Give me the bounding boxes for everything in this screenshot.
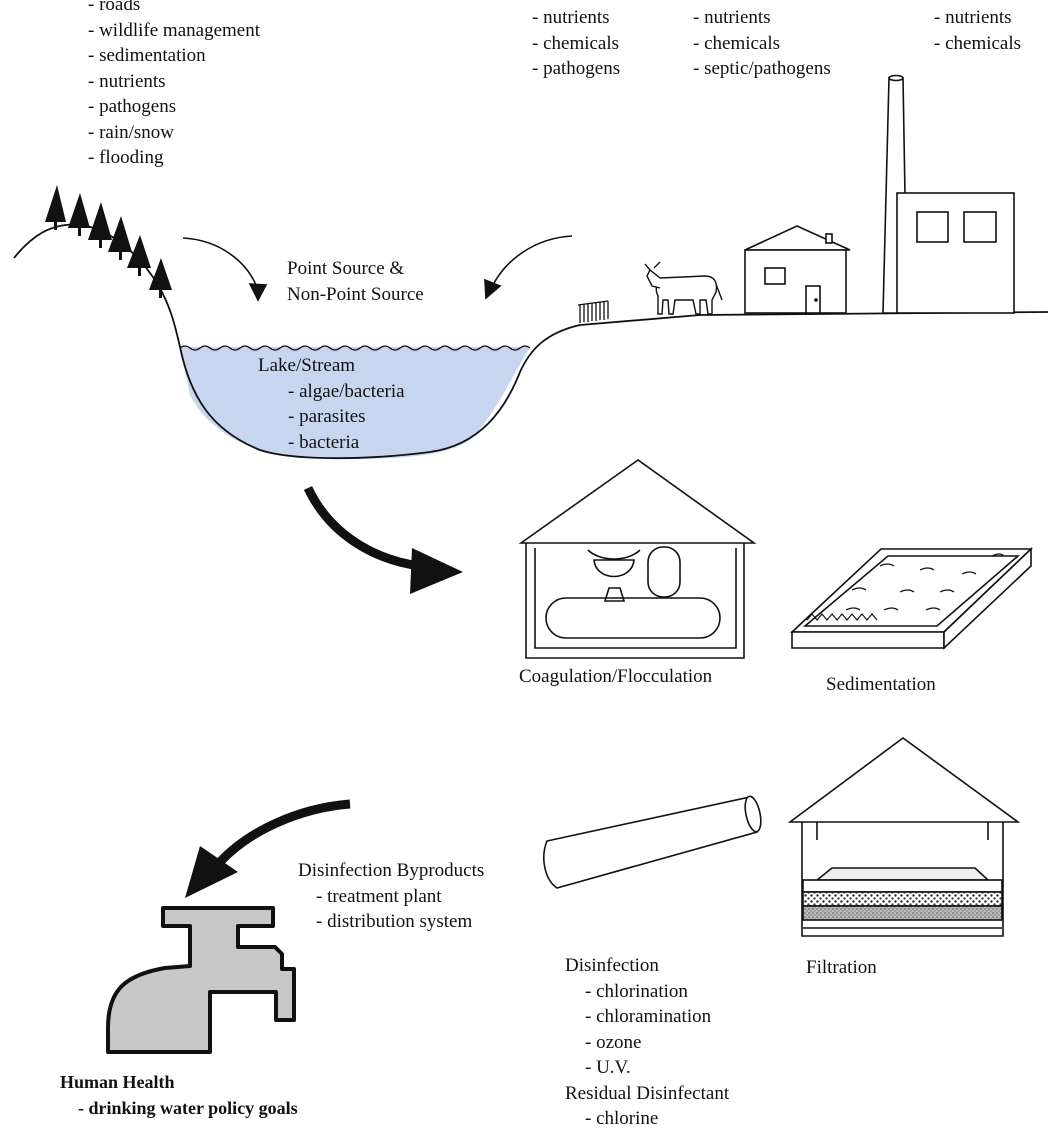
house-sources-list: - nutrients - chemicals - septic/pathoge… bbox=[693, 5, 831, 82]
list-item: - chemicals bbox=[693, 32, 781, 54]
filtration-label: Filtration bbox=[806, 957, 877, 978]
source-arrow-left bbox=[182, 237, 268, 302]
list-item: - rain/snow bbox=[88, 121, 175, 143]
faucet-icon bbox=[106, 906, 296, 1054]
list-item: - pathogens bbox=[532, 58, 621, 79]
lake-label: Lake/Stream - algae/bacteria - parasites… bbox=[258, 353, 405, 455]
list-item: - ozone bbox=[585, 1031, 642, 1053]
list-item: - chemicals bbox=[934, 32, 1022, 54]
list-item: - algae/bacteria bbox=[288, 380, 405, 402]
health-title: Human Health bbox=[60, 1072, 175, 1092]
farm-sources-list: - nutrients - chemicals - pathogens bbox=[532, 5, 620, 82]
list-item: - chlorine bbox=[585, 1108, 659, 1129]
flow-arrow-to-treatment bbox=[303, 486, 463, 594]
filtration-building-icon bbox=[787, 737, 1021, 937]
list-item: - wildlife management bbox=[88, 19, 260, 41]
list-item: - U.V. bbox=[585, 1057, 631, 1078]
factory-sources-list: - nutrients - chemicals bbox=[934, 5, 1021, 56]
source-arrow-right bbox=[484, 235, 573, 300]
list-item: - nutrients bbox=[532, 7, 610, 28]
list-item: - roads bbox=[88, 0, 141, 15]
list-item: - chloramination bbox=[585, 1006, 712, 1027]
health-subtitle: - drinking water policy goals bbox=[78, 1097, 298, 1118]
list-item: - chemicals bbox=[532, 32, 620, 54]
health-label: Human Health - drinking water policy goa… bbox=[60, 1070, 298, 1121]
factory-icon bbox=[882, 74, 1015, 314]
list-item: - nutrients bbox=[934, 7, 1012, 28]
list-item: - flooding bbox=[88, 147, 164, 168]
coagulation-building-icon bbox=[518, 459, 757, 659]
list-item: - sedimentation bbox=[88, 45, 206, 66]
disinfection-title: Disinfection bbox=[565, 955, 659, 976]
list-item: - septic/pathogens bbox=[693, 58, 831, 79]
byproducts-title: Disinfection Byproducts bbox=[298, 860, 485, 881]
residual-title: Residual Disinfectant bbox=[565, 1082, 730, 1104]
lake-title: Lake/Stream bbox=[258, 355, 356, 376]
cow-icon bbox=[644, 261, 723, 315]
disinfection-label: Disinfection - chlorination - chloramina… bbox=[565, 953, 729, 1132]
source-label: Point Source & Non-Point Source bbox=[287, 258, 424, 305]
sedimentation-label: Sedimentation bbox=[826, 674, 936, 695]
list-item: - parasites bbox=[288, 406, 366, 427]
list-item: - bacteria bbox=[288, 431, 360, 453]
fence-icon bbox=[577, 300, 609, 323]
list-item: - chlorination bbox=[585, 980, 688, 1002]
pipe-icon bbox=[543, 795, 762, 889]
list-item: - nutrients bbox=[693, 7, 771, 28]
land-sources-list: - roads - wildlife management - sediment… bbox=[88, 0, 260, 171]
list-item: - distribution system bbox=[316, 911, 473, 932]
coagulation-label: Coagulation/Flocculation bbox=[519, 666, 713, 687]
flow-arrow-to-faucet bbox=[185, 799, 351, 898]
tree-icon bbox=[45, 185, 172, 298]
house-icon bbox=[744, 225, 851, 314]
byproducts-label: Disinfection Byproducts - treatment plan… bbox=[298, 858, 484, 935]
list-item: - pathogens bbox=[88, 96, 177, 117]
lake-water bbox=[180, 347, 530, 459]
sedimentation-basin-icon bbox=[789, 547, 1033, 650]
list-item: - nutrients bbox=[88, 70, 166, 92]
list-item: - treatment plant bbox=[316, 885, 442, 907]
lake-surface bbox=[179, 345, 531, 351]
